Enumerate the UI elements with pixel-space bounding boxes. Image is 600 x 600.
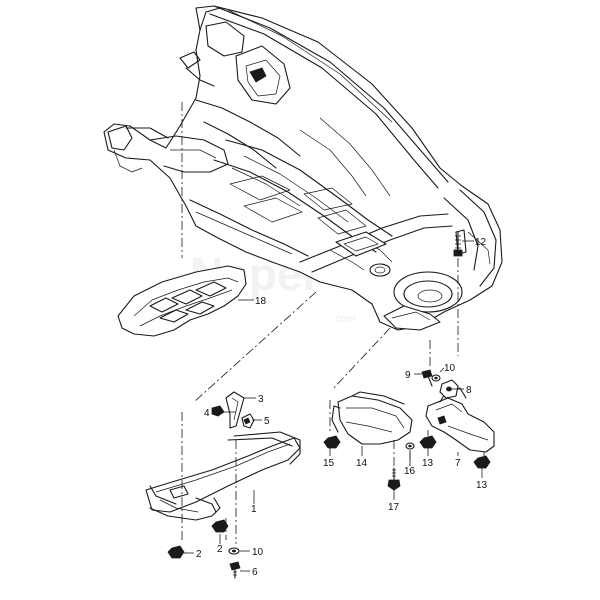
- part-7-rear-bracket[interactable]: [425, 387, 495, 453]
- part-8-washer[interactable]: [439, 379, 459, 399]
- callout-7: 7: [455, 458, 461, 469]
- part-4-nut[interactable]: [211, 405, 225, 417]
- callout-labels: 18 12 3 4 5 1 2 2 10 6 15 14 16 17 7 13 …: [196, 237, 488, 578]
- callout-18: 18: [255, 296, 267, 307]
- part-13-nut-left[interactable]: [419, 435, 437, 449]
- callout-10-lower: 10: [252, 547, 264, 558]
- callout-6: 6: [252, 567, 258, 578]
- part-17-bolt[interactable]: [387, 467, 401, 491]
- part-2-nut-right[interactable]: [211, 519, 229, 533]
- callout-3: 3: [258, 394, 264, 405]
- callout-16: 16: [404, 466, 416, 477]
- part-3-bracket[interactable]: [225, 391, 245, 429]
- part-12-stud[interactable]: [453, 231, 463, 257]
- callout-17: 17: [388, 502, 400, 513]
- callout-9: 9: [405, 370, 411, 381]
- part-5-clip[interactable]: [241, 413, 255, 429]
- callout-13-left: 13: [422, 458, 434, 469]
- part-10-washer-upper[interactable]: [431, 374, 441, 382]
- part-1-center-shield[interactable]: [145, 431, 301, 521]
- watermark-subtext: .com: [332, 313, 356, 325]
- callout-10-upper: 10: [444, 363, 456, 374]
- part-13-nut-right[interactable]: [473, 455, 491, 469]
- callout-8: 8: [466, 385, 472, 396]
- callout-14: 14: [356, 458, 368, 469]
- part-16-washer[interactable]: [405, 442, 415, 450]
- part-15-nut[interactable]: [323, 435, 341, 449]
- callout-2-right: 2: [217, 544, 223, 555]
- part-6-bolt[interactable]: [229, 561, 241, 579]
- vehicle-underbody: [103, 5, 503, 331]
- callout-4: 4: [204, 408, 210, 419]
- callout-2-lower: 2: [196, 549, 202, 560]
- part-2-nut-lower[interactable]: [167, 545, 185, 559]
- callout-1: 1: [251, 504, 257, 515]
- part-18-front-shield[interactable]: [117, 265, 247, 337]
- assembly-lines: [181, 102, 485, 544]
- callout-12: 12: [475, 237, 487, 248]
- part-9-bolt[interactable]: [421, 369, 433, 387]
- part-14-side-shield[interactable]: [331, 391, 413, 445]
- leader-lines: [184, 240, 483, 572]
- callout-5: 5: [264, 416, 270, 427]
- part-10-washer-lower[interactable]: [228, 547, 240, 555]
- callout-15: 15: [323, 458, 335, 469]
- callout-13-right: 13: [476, 480, 488, 491]
